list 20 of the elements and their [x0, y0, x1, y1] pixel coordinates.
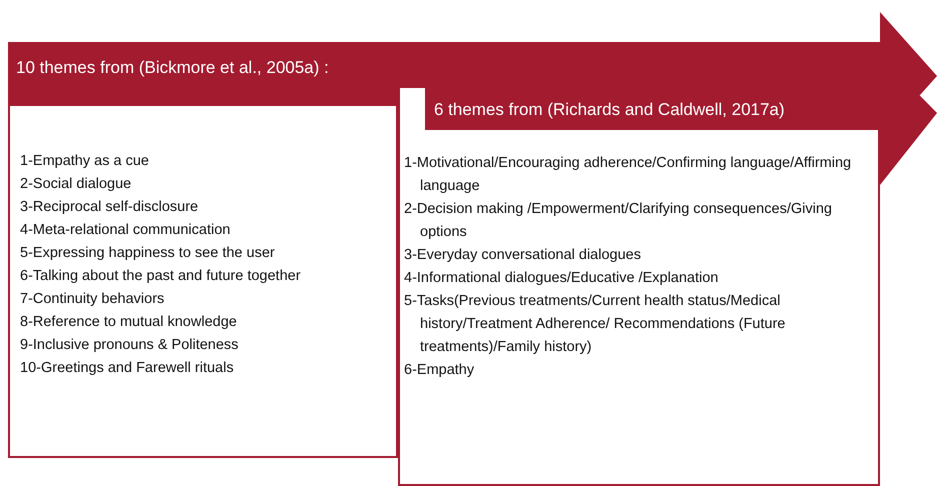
list-item: 7-Continuity behaviors [20, 290, 166, 309]
list-item: 10-Greetings and Farewell rituals [20, 359, 235, 378]
list-item: 8-Reference to mutual knowledge [20, 313, 238, 332]
list-item: 4-Meta-relational communication [20, 221, 232, 240]
list-item: 6-Empathy [404, 361, 476, 380]
list-item: 1-Empathy as a cue [20, 152, 150, 171]
list-item: 5-Expressing happiness to see the user [20, 244, 276, 263]
list-item: 1-Motivational/Encouraging adherence/Confirming language/Affirming language [404, 154, 852, 196]
arrow-banner-panel [8, 42, 398, 458]
list-item: 4-Informational dialogues/Educative /Explanation [404, 269, 720, 288]
list-item: 3-Everyday conversational dialogues [404, 246, 642, 265]
list-item: 2-Decision making /Empowerment/Clarifying consequences/Giving options [404, 200, 833, 242]
arrow-banner-panel [398, 88, 880, 486]
list-item: 9-Inclusive pronouns & Politeness [20, 336, 240, 355]
list-item: 3-Reciprocal self-disclosure [20, 198, 200, 217]
list-item: 6-Talking about the past and future together [20, 267, 302, 286]
list-item: 2-Social dialogue [20, 175, 132, 194]
list-item: 5-Tasks(Previous treatments/Current health status/Medical history/Treatment Adherence/ Recommendations (Future treatments)/Family history) [404, 292, 786, 357]
banner-title: 10 themes from (Bickmore et al., 2005a) : [16, 58, 329, 78]
banner-title: 6 themes from (Richards and Caldwell, 2017a) [434, 100, 785, 120]
